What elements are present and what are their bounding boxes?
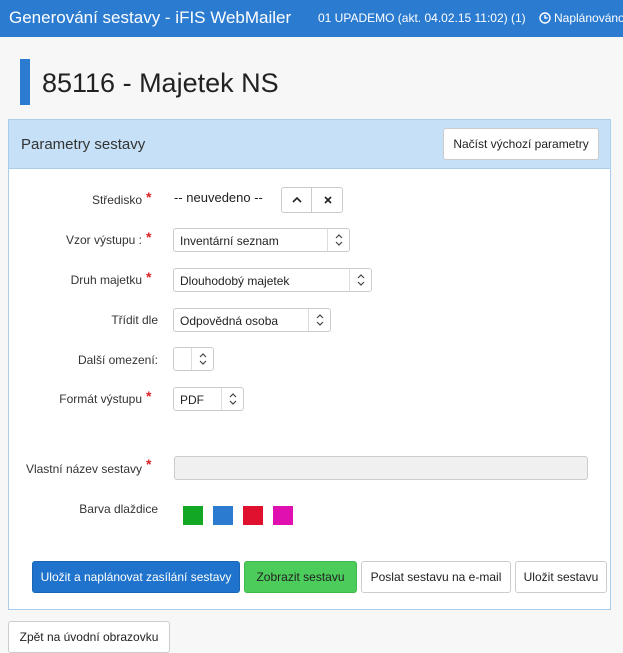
format-vystupu-value: PDF [180,393,204,407]
vzor-vystupu-select[interactable]: Inventární seznam [173,228,350,252]
druh-majetku-select[interactable]: Dlouhodobý majetek [173,268,372,292]
format-vystupu-label: Formát výstupu [59,392,142,406]
vzor-vystupu-required: * [146,229,152,245]
clock-icon [539,12,551,24]
vlastni-nazev-required: * [146,456,152,472]
format-vystupu-required: * [146,388,152,404]
load-defaults-button[interactable]: Načíst výchozí parametry [443,128,599,160]
stredisko-required: * [146,189,152,205]
updown-chevron-icon [327,229,349,251]
tridit-dle-select[interactable]: Odpovědná osoba [173,308,331,332]
top-bar: Generování sestavy - iFIS WebMailer 01 U… [0,0,623,37]
updown-chevron-icon [308,309,330,331]
app-title: Generování sestavy - iFIS WebMailer [9,8,292,27]
save-schedule-button[interactable]: Uložit a naplánovat zasílání sestavy [32,561,240,593]
close-icon [324,196,332,204]
status-text: 01 UPADEMO (akt. 04.02.15 11:02) (1) [318,11,526,25]
stredisko-label: Středisko [91,193,142,207]
show-report-button[interactable]: Zobrazit sestavu [244,561,357,593]
format-vystupu-select[interactable]: PDF [173,387,244,411]
updown-chevron-icon [191,348,213,370]
stredisko-buttons [281,187,343,213]
updown-chevron-icon [221,388,243,410]
page-title: 85116 - Majetek NS [42,68,279,98]
panel-header: Parametry sestavy Načíst výchozí paramet… [9,120,610,169]
back-button[interactable]: Zpět na úvodní obrazovku [8,621,170,653]
tridit-dle-label: Třídit dle [111,313,158,327]
vzor-vystupu-label: Vzor výstupu : [65,233,142,247]
color-swatch-green[interactable] [183,506,203,525]
druh-majetku-required: * [146,269,152,285]
scheduled-link[interactable]: Naplánováno [539,11,623,25]
updown-chevron-icon [349,269,371,291]
color-swatch-blue[interactable] [213,506,233,525]
druh-majetku-value: Dlouhodobý majetek [180,274,290,288]
save-report-button[interactable]: Uložit sestavu [515,561,607,593]
panel-title: Parametry sestavy [21,136,146,153]
color-swatch-magenta[interactable] [273,506,293,525]
stredisko-choose-button[interactable] [282,188,312,212]
vzor-vystupu-value: Inventární seznam [180,234,279,248]
tridit-dle-value: Odpovědná osoba [180,314,279,328]
send-email-button[interactable]: Poslat sestavu na e-mail [361,561,511,593]
vlastni-nazev-input[interactable] [174,456,588,480]
chevron-up-icon [292,196,302,203]
dalsi-omezeni-select[interactable] [173,347,214,371]
dalsi-omezeni-label: Další omezení: [77,353,158,367]
title-accent-bar [20,59,30,105]
stredisko-value: -- neuvedeno -- [174,190,263,205]
color-swatch-red[interactable] [243,506,263,525]
stredisko-clear-button[interactable] [313,188,343,212]
vlastni-nazev-label: Vlastní název sestavy [25,462,142,476]
druh-majetku-label: Druh majetku [70,273,142,287]
scheduled-label: Naplánováno [554,11,623,25]
barva-label: Barva dlaždice [79,502,158,516]
